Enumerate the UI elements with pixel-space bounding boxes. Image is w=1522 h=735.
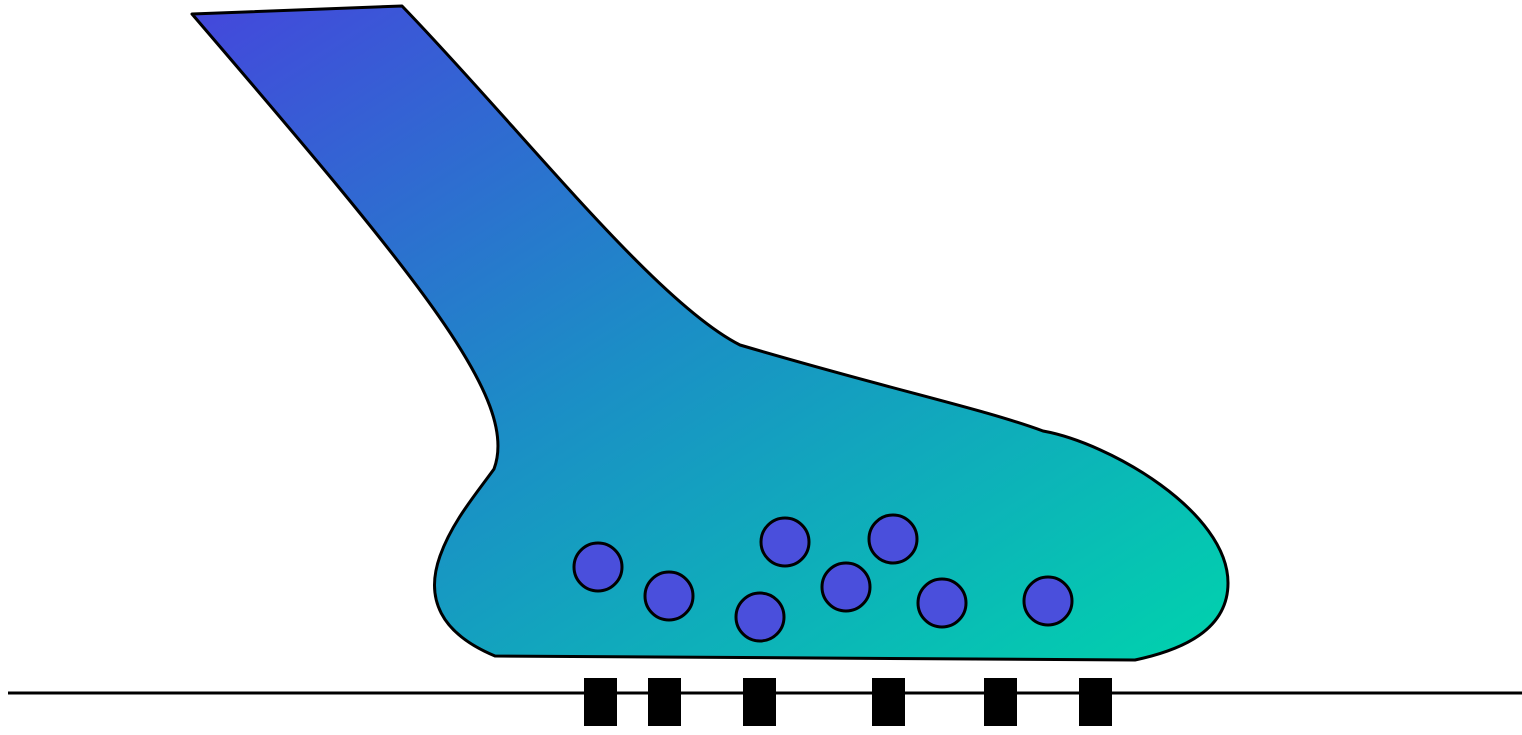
receptor-group <box>584 678 1112 726</box>
receptor <box>584 678 617 726</box>
axon-terminal <box>192 6 1228 660</box>
vesicle <box>574 543 622 591</box>
vesicle <box>645 572 693 620</box>
receptor <box>648 678 681 726</box>
receptor <box>984 678 1017 726</box>
vesicle <box>822 563 870 611</box>
receptor <box>743 678 776 726</box>
vesicle <box>918 579 966 627</box>
receptor <box>872 678 905 726</box>
vesicle <box>736 593 784 641</box>
receptor <box>1079 678 1112 726</box>
vesicle <box>761 518 809 566</box>
vesicle <box>869 515 917 563</box>
vesicle <box>1024 577 1072 625</box>
